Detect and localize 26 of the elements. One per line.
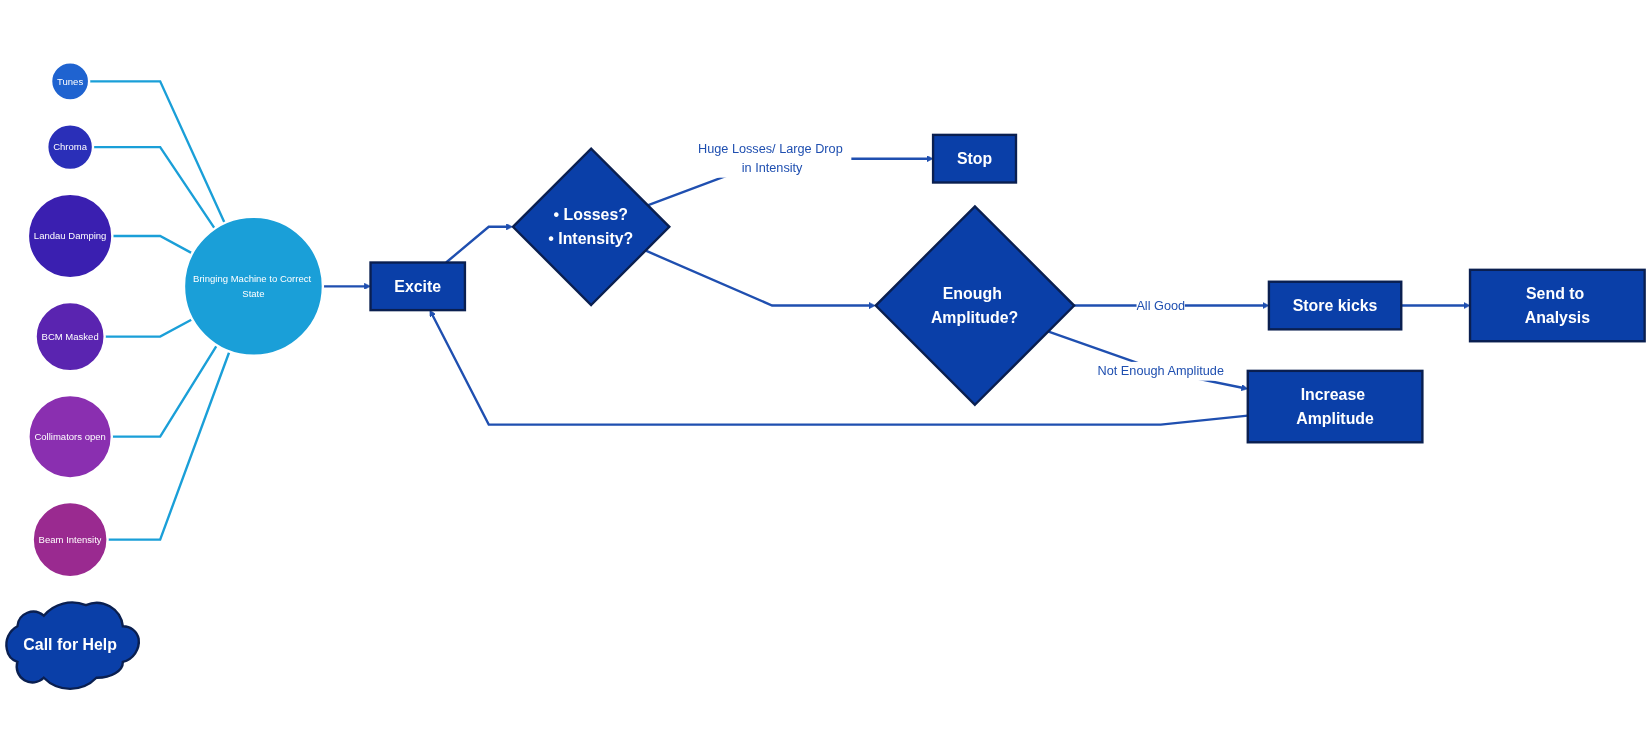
arrow xyxy=(322,283,371,291)
node-box: Increase Amplitude xyxy=(1246,370,1424,444)
node-box: Send to Analysis xyxy=(1468,269,1646,343)
node-circle: Chroma xyxy=(46,123,95,172)
arrow xyxy=(429,310,1248,427)
edge-label: All Good xyxy=(1136,298,1186,313)
node-box: Stop xyxy=(931,134,1018,185)
node-diamond: • Losses? • Intensity? xyxy=(511,147,671,308)
connector xyxy=(107,351,231,542)
node-circle: Collimators open xyxy=(27,394,113,480)
node-circle: Landau Damping xyxy=(26,193,114,280)
node-diamond: Enough Amplitude? xyxy=(874,205,1076,407)
node-box: Excite xyxy=(369,261,467,312)
connector xyxy=(112,235,193,255)
node-circle: Bringing Machine to Correct State xyxy=(182,216,325,358)
edge-label: Huge Losses/ Large Drop in Intensity xyxy=(697,142,843,175)
node-circle: Beam Intensity xyxy=(31,501,109,579)
connector xyxy=(104,318,193,339)
connector xyxy=(111,345,218,439)
node-box: Store kicks xyxy=(1267,280,1403,331)
connector xyxy=(93,146,216,230)
connector xyxy=(89,80,226,224)
node-circle: Tunes xyxy=(49,61,91,102)
node-circle: BCM Masked xyxy=(34,301,106,373)
arrow xyxy=(1401,302,1471,310)
edge-label: Not Enough Amplitude xyxy=(1097,364,1224,378)
